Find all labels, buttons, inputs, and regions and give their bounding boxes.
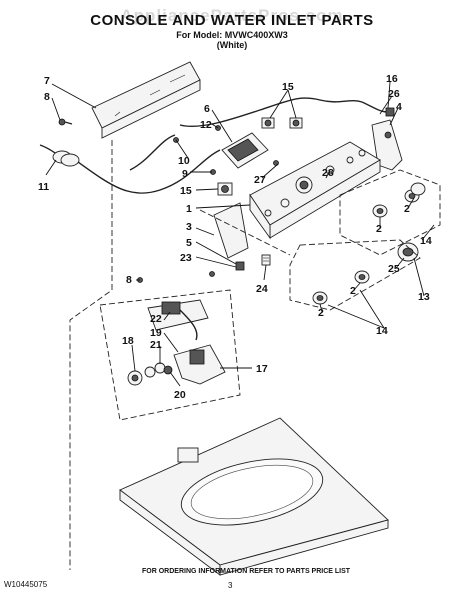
callout-label: 26 [388,88,400,100]
callout-label: 7 [44,75,50,87]
callout-label: 1 [186,203,192,215]
document-number: W10445075 [4,580,48,589]
page-number: 3 [228,581,233,590]
power-cord-part [39,134,221,194]
color-line: (White) [216,40,248,50]
callout-label: 13 [418,291,430,303]
callout-label: 17 [256,363,268,375]
cabinet-top-part [119,417,389,576]
callout-label: 16 [386,73,398,85]
end-cap-bracket-part [371,119,403,171]
screw-part [137,271,215,283]
ordering-note: FOR ORDERING INFORMATION REFER TO PARTS … [142,568,351,575]
diagram-title: CONSOLE AND WATER INLET PARTS [90,12,374,29]
water-inlet-bracket-part [147,299,209,341]
callout-label: 2 [350,285,356,297]
callout-label: 10 [178,155,190,167]
callout-label: 2 [404,203,410,215]
callout-label: 21 [150,339,162,351]
callout-label: 5 [186,237,192,249]
knob-part [312,242,419,305]
callout-label: 20 [174,389,186,401]
callout-label: 22 [150,313,162,325]
screw-part [58,118,73,126]
hose-fitting-part [127,362,173,386]
callout-label: 15 [282,81,294,93]
end-cap-part [213,202,249,259]
callout-label: 19 [150,327,162,339]
leader-lines [45,81,435,387]
callout-label: 27 [254,174,266,186]
callout-label: 11 [38,181,49,193]
callout-label: 2 [376,223,382,235]
callout-label: 15 [180,185,192,197]
callout-labels: 7 8 11 6 12 10 9 15 15 16 26 4 27 28 1 3… [38,73,432,401]
callout-label: 14 [420,235,432,247]
callout-label: 8 [126,274,132,286]
callout-label: 24 [256,283,268,295]
rear-panel-part [91,61,201,139]
clip-part [235,261,245,271]
callout-label: 4 [396,101,402,113]
control-board-part [221,132,269,169]
console-part [249,141,381,240]
connector-part [261,254,271,266]
callout-label: 28 [322,167,334,179]
callout-label: 8 [44,91,50,103]
switch-part [261,117,303,129]
callout-label: 3 [186,221,192,233]
callout-label: 6 [204,103,210,115]
callout-label: 18 [122,335,134,347]
callout-label: 2 [318,307,324,319]
knob-part [372,182,426,218]
callout-label: 9 [182,168,188,180]
callout-label: 25 [388,263,400,275]
callout-label: 23 [180,252,192,264]
model-line: For Model: MVWC400XW3 [176,30,288,40]
watermark: AppliancePartsPros.com [120,6,344,25]
callout-label: 12 [200,119,212,131]
callout-label: 14 [376,325,388,337]
water-inlet-valve-part [173,344,226,385]
switch-part [217,182,233,196]
wire-harness-part [179,97,395,128]
